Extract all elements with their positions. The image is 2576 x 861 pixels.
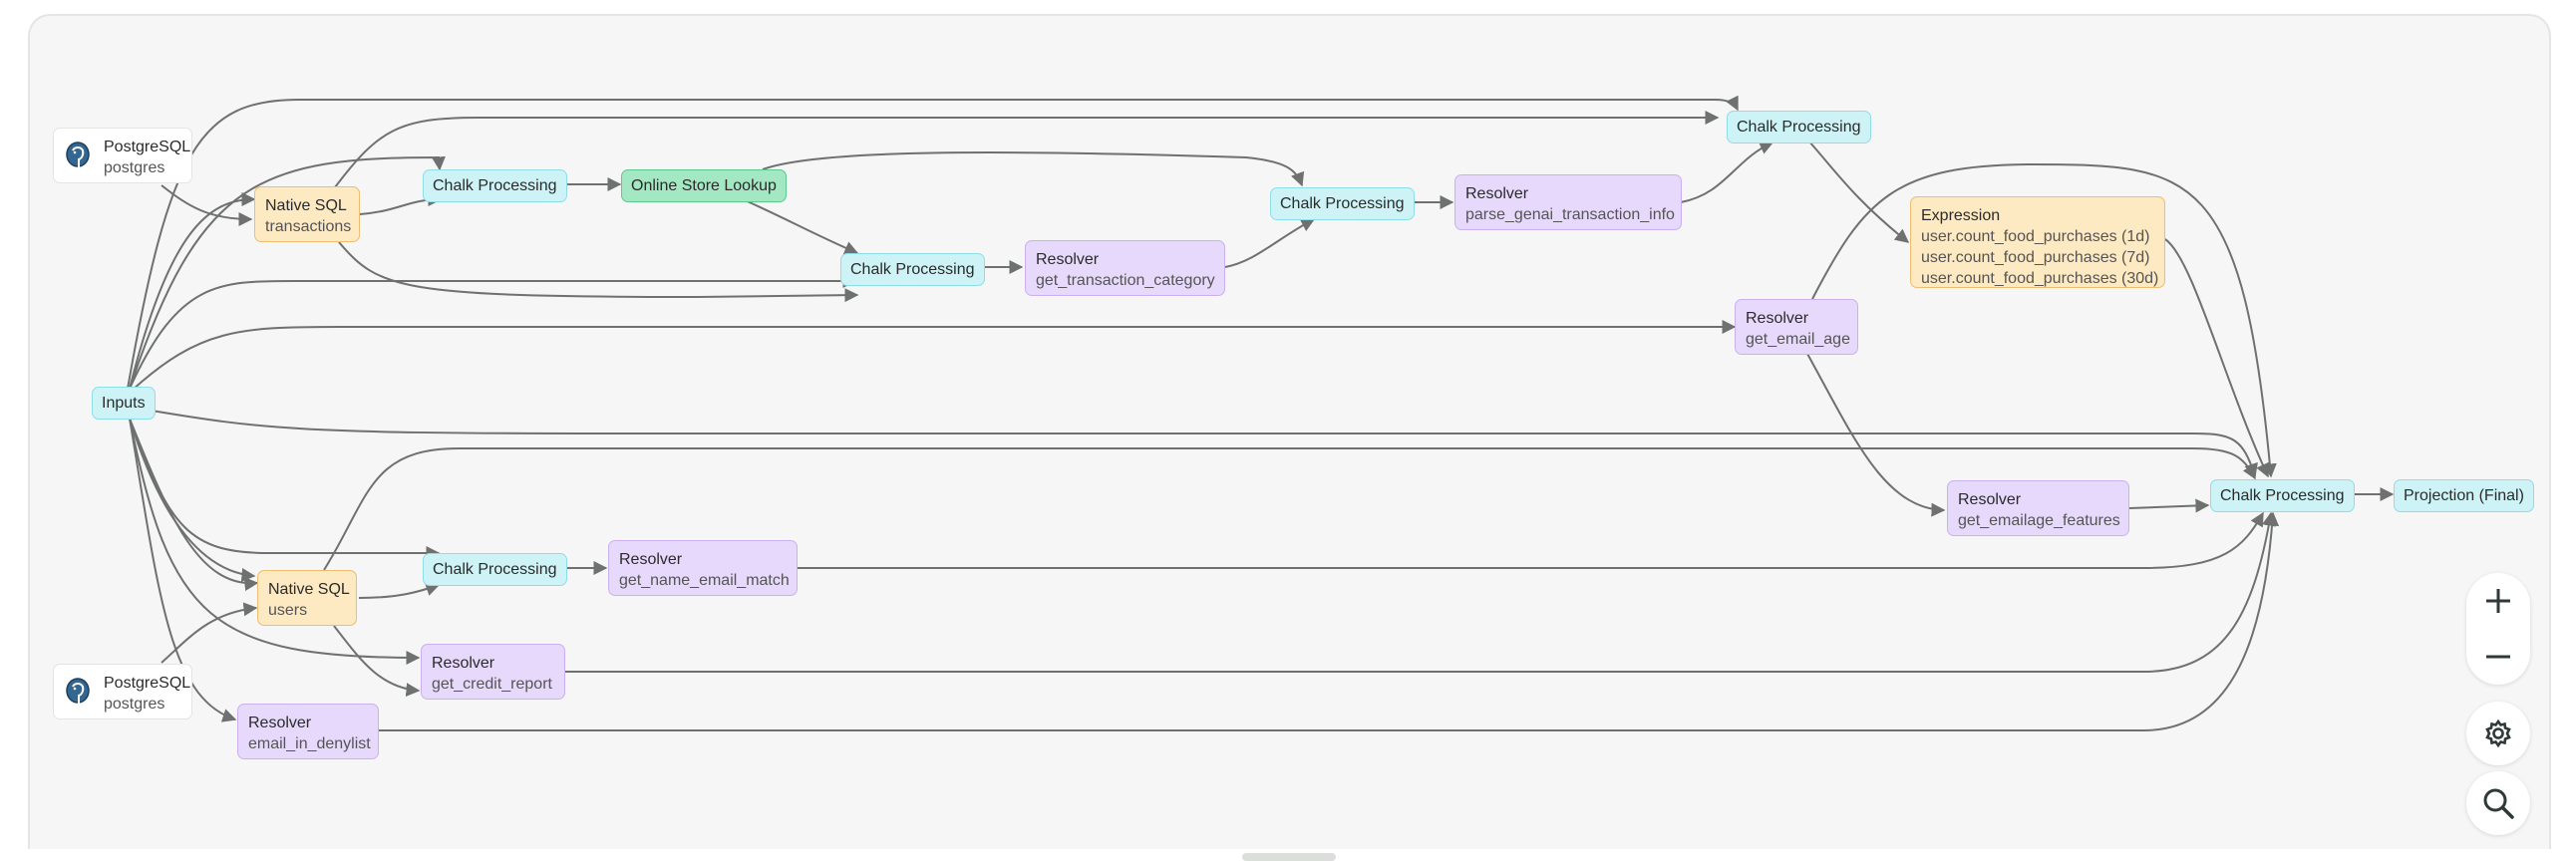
resolver-get-credit-report-node[interactable]: Resolver get_credit_report <box>421 644 565 700</box>
expression-node[interactable]: Expression user.count_food_purchases (1d… <box>1910 196 2165 288</box>
node-title: Native SQL <box>265 197 347 214</box>
node-title: Chalk Processing <box>2220 487 2345 504</box>
node-title: PostgreSQL <box>104 139 191 155</box>
node-subtitle: postgres <box>104 159 165 176</box>
node-title: Resolver <box>1746 310 1809 327</box>
postgresql-icon <box>66 678 90 704</box>
settings-button[interactable] <box>2466 702 2530 765</box>
resolver-get-emailage-features-node[interactable]: Resolver get_emailage_features <box>1947 480 2129 536</box>
chalk-processing-node[interactable]: Chalk Processing <box>840 253 985 286</box>
graph-canvas[interactable] <box>28 14 2551 849</box>
native-sql-transactions-node[interactable]: Native SQL transactions <box>254 186 360 242</box>
node-title: Projection (Final) <box>2404 487 2524 504</box>
expression-line: user.count_food_purchases (30d) <box>1921 270 2159 287</box>
node-title: Resolver <box>1036 251 1100 268</box>
node-subtitle: get_email_age <box>1746 331 1850 348</box>
search-icon <box>2483 788 2514 819</box>
node-subtitle: get_transaction_category <box>1036 272 1215 289</box>
node-title: Chalk Processing <box>433 177 557 194</box>
node-subtitle: postgres <box>104 696 165 713</box>
chalk-processing-node[interactable]: Chalk Processing <box>423 553 567 586</box>
resolver-parse-genai-transaction-info-node[interactable]: Resolver parse_genai_transaction_info <box>1454 174 1682 230</box>
node-subtitle: parse_genai_transaction_info <box>1465 206 1675 223</box>
plus-icon <box>2486 589 2510 613</box>
node-subtitle: get_name_email_match <box>619 572 790 589</box>
node-title: Native SQL <box>268 581 350 598</box>
node-title: Resolver <box>619 551 683 568</box>
resolver-email-in-denylist-node[interactable]: Resolver email_in_denylist <box>237 704 379 759</box>
chalk-processing-node[interactable]: Chalk Processing <box>1727 111 1871 144</box>
chalk-processing-node[interactable]: Chalk Processing <box>423 169 567 202</box>
node-subtitle: users <box>268 602 308 619</box>
postgres-source-node[interactable]: PostgreSQL postgres <box>53 128 192 183</box>
node-title: Resolver <box>432 655 495 672</box>
resolver-get-email-age-node[interactable]: Resolver get_email_age <box>1735 299 1858 355</box>
search-button[interactable] <box>2466 771 2530 835</box>
node-subtitle: transactions <box>265 218 352 235</box>
node-title: Chalk Processing <box>433 561 557 578</box>
expression-line: user.count_food_purchases (7d) <box>1921 249 2150 266</box>
node-subtitle: email_in_denylist <box>248 735 371 752</box>
node-title: Inputs <box>102 395 146 412</box>
expression-line: user.count_food_purchases (1d) <box>1921 228 2150 245</box>
resolver-get-transaction-category-node[interactable]: Resolver get_transaction_category <box>1025 240 1225 296</box>
node-title: Chalk Processing <box>850 261 975 278</box>
node-title: Chalk Processing <box>1737 119 1861 136</box>
projection-final-node[interactable]: Projection (Final) <box>2394 479 2534 512</box>
node-title: Resolver <box>1958 491 2022 508</box>
native-sql-users-node[interactable]: Native SQL users <box>257 570 357 626</box>
node-title: Resolver <box>248 715 312 731</box>
node-title: Resolver <box>1465 185 1529 202</box>
postgres-source-node[interactable]: PostgreSQL postgres <box>53 664 192 719</box>
zoom-controls <box>2466 573 2530 685</box>
node-subtitle: get_credit_report <box>432 676 552 693</box>
gear-icon <box>2485 718 2511 748</box>
node-title: Chalk Processing <box>1280 195 1405 212</box>
chalk-processing-node[interactable]: Chalk Processing <box>2210 479 2355 512</box>
postgresql-icon <box>66 142 90 167</box>
node-title: Expression <box>1921 207 2001 224</box>
node-subtitle: get_emailage_features <box>1958 512 2120 529</box>
node-title: Online Store Lookup <box>631 177 777 194</box>
inputs-node[interactable]: Inputs <box>92 387 156 420</box>
zoom-out-button[interactable] <box>2466 629 2530 685</box>
chalk-processing-node[interactable]: Chalk Processing <box>1270 187 1415 220</box>
resolver-get-name-email-match-node[interactable]: Resolver get_name_email_match <box>608 540 798 596</box>
zoom-in-button[interactable] <box>2466 573 2530 629</box>
resize-handle[interactable] <box>1242 853 1336 861</box>
minus-icon <box>2486 655 2510 659</box>
online-store-lookup-node[interactable]: Online Store Lookup <box>621 169 787 202</box>
node-title: PostgreSQL <box>104 675 191 692</box>
